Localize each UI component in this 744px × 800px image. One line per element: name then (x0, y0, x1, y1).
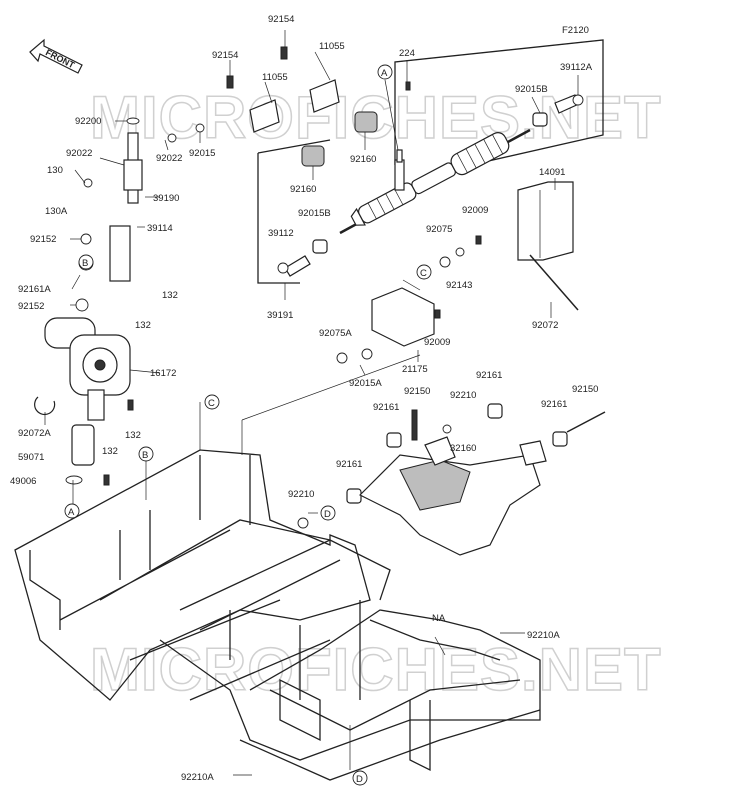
part-label: 92009 (462, 205, 488, 216)
part-label: 11055 (262, 72, 288, 83)
part-label: 92143 (446, 280, 472, 291)
part-labels: 92154 92154 11055 11055 224 39112A 92015… (10, 14, 598, 783)
part-label: 92210A (527, 630, 560, 641)
vehicle-frame (14, 449, 541, 781)
ref-marker-a2: A (68, 507, 75, 518)
part-label: NA (432, 613, 446, 624)
part-label: 92210A (181, 772, 214, 783)
part-label: 92150 (572, 384, 598, 395)
part-label: 92161 (476, 370, 502, 381)
part-label: 132 (102, 446, 118, 457)
part-label: 92015A (349, 378, 382, 389)
part-label: 132 (162, 290, 178, 301)
ref-marker-b1: B (82, 258, 88, 269)
part-label: 39114 (147, 223, 173, 234)
part-label: 92161 (373, 402, 399, 413)
part-label: 92015 (189, 148, 215, 159)
part-label: 39112 (268, 228, 294, 239)
part-label: 92072 (532, 320, 558, 331)
part-label: 92075A (319, 328, 352, 339)
part-label: 39190 (153, 193, 179, 204)
part-label: 132 (125, 430, 141, 441)
part-label: 130 (47, 165, 63, 176)
part-label: 16172 (150, 368, 176, 379)
part-label: 21175 (402, 364, 428, 375)
part-label: 14091 (539, 167, 565, 178)
part-label: 39112A (560, 62, 593, 73)
part-label: 92152 (18, 301, 44, 312)
part-label: 92009 (424, 337, 450, 348)
part-label: 39191 (267, 310, 293, 321)
reference-markers: A B A B C C D D (64, 64, 432, 786)
part-label: 49006 (10, 476, 36, 487)
part-label: 92022 (66, 148, 92, 159)
watermark-bottom: MICROFICHES.NET (90, 636, 662, 703)
part-label: 92160 (350, 154, 376, 165)
part-label: 224 (399, 48, 415, 59)
steering-rack-group (226, 39, 604, 284)
diagram-code: F2120 (562, 25, 589, 36)
leader-lines (44, 30, 579, 776)
part-label: 92160 (290, 184, 316, 195)
control-unit-group (336, 181, 579, 364)
part-label: 92210 (288, 489, 314, 500)
ref-marker-c1: C (420, 268, 427, 279)
ref-marker-d2: D (356, 774, 363, 785)
part-label: 92015B (515, 84, 548, 95)
part-label: 92161 (541, 399, 567, 410)
part-label: 92200 (75, 116, 101, 127)
part-label: 92154 (268, 14, 294, 25)
part-label: 92150 (404, 386, 430, 397)
part-label: 92015B (298, 208, 331, 219)
part-label: 59071 (18, 452, 44, 463)
part-label: 92152 (30, 234, 56, 245)
part-label: 132 (135, 320, 151, 331)
part-label: 92210 (450, 390, 476, 401)
ref-marker-d1: D (324, 509, 331, 520)
part-label: 92161 (336, 459, 362, 470)
part-label: 92075 (426, 224, 452, 235)
part-label: 11055 (319, 41, 345, 52)
front-arrow-icon: FRONT (29, 38, 83, 74)
part-label: 92072A (18, 428, 51, 439)
part-label: 92154 (212, 50, 238, 61)
part-label: 92161A (18, 284, 51, 295)
part-label: 130A (45, 206, 68, 217)
part-label: 92022 (156, 153, 182, 164)
rear-arm-group (297, 403, 606, 556)
part-label: 32160 (450, 443, 476, 454)
ref-marker-b2: B (142, 450, 148, 461)
ref-marker-c2: C (208, 398, 215, 409)
ref-marker-a1: A (381, 68, 388, 79)
